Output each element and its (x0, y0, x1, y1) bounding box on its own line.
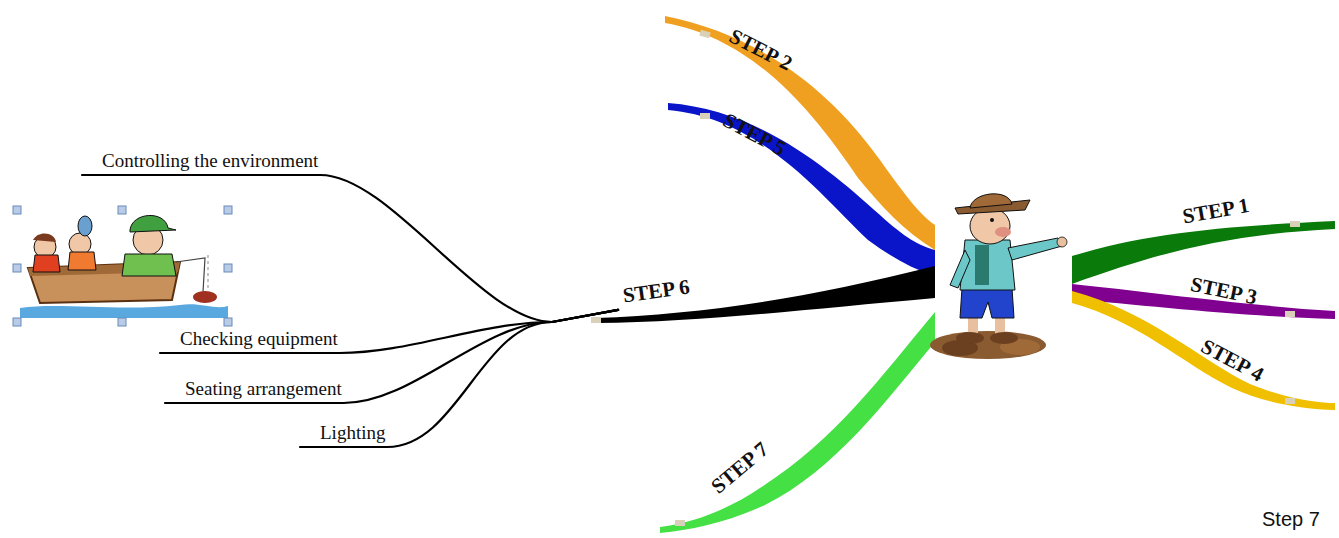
orange-band (665, 16, 935, 250)
step-label: STEP 5 (716, 106, 793, 164)
branch-text: Controlling the environment (102, 150, 318, 172)
band-tab (1285, 311, 1295, 317)
branch-text: Seating arrangement (185, 378, 342, 400)
blue-band (668, 103, 935, 276)
step-label: STEP 7 (703, 434, 776, 502)
branch-text: Checking equipment (178, 328, 340, 350)
band-tab (699, 30, 710, 38)
step-label: STEP 1 (1178, 192, 1255, 231)
step-label: STEP 1 (1181, 193, 1251, 229)
band-tab (591, 317, 601, 323)
step-label: STEP 7 (706, 437, 773, 499)
branch-line (160, 310, 618, 353)
step-label: STEP 6 (618, 273, 694, 310)
band-tab (675, 520, 685, 526)
branch-text: Checking equipment (180, 328, 338, 350)
green-band (660, 312, 935, 533)
corner-label: Step 7 (1262, 508, 1320, 531)
step-label: STEP 2 (722, 21, 799, 78)
branch-text: Lighting (318, 422, 387, 444)
branch-line (82, 175, 618, 322)
step-label: STEP 3 (1185, 270, 1262, 312)
band-tab (1290, 221, 1300, 227)
branch-line (165, 310, 618, 403)
step-label: STEP 4 (1194, 332, 1271, 390)
step-label: STEP 5 (719, 108, 790, 162)
step-label: STEP 3 (1188, 272, 1259, 310)
branch-text: Controlling the environment (100, 150, 320, 172)
step-label: STEP 4 (1197, 334, 1268, 388)
hiker-cartoon (930, 194, 1067, 359)
black-band (596, 266, 935, 323)
branch-text: Seating arrangement (183, 378, 344, 400)
yellow-band (1072, 291, 1335, 410)
branch-text: Lighting (320, 422, 385, 444)
step-label: STEP 2 (725, 24, 796, 77)
step-label: STEP 6 (621, 274, 691, 308)
band-tab (700, 113, 710, 119)
boat-cartoon (13, 206, 232, 326)
band-tab (1285, 398, 1295, 404)
branch-line (300, 310, 618, 447)
